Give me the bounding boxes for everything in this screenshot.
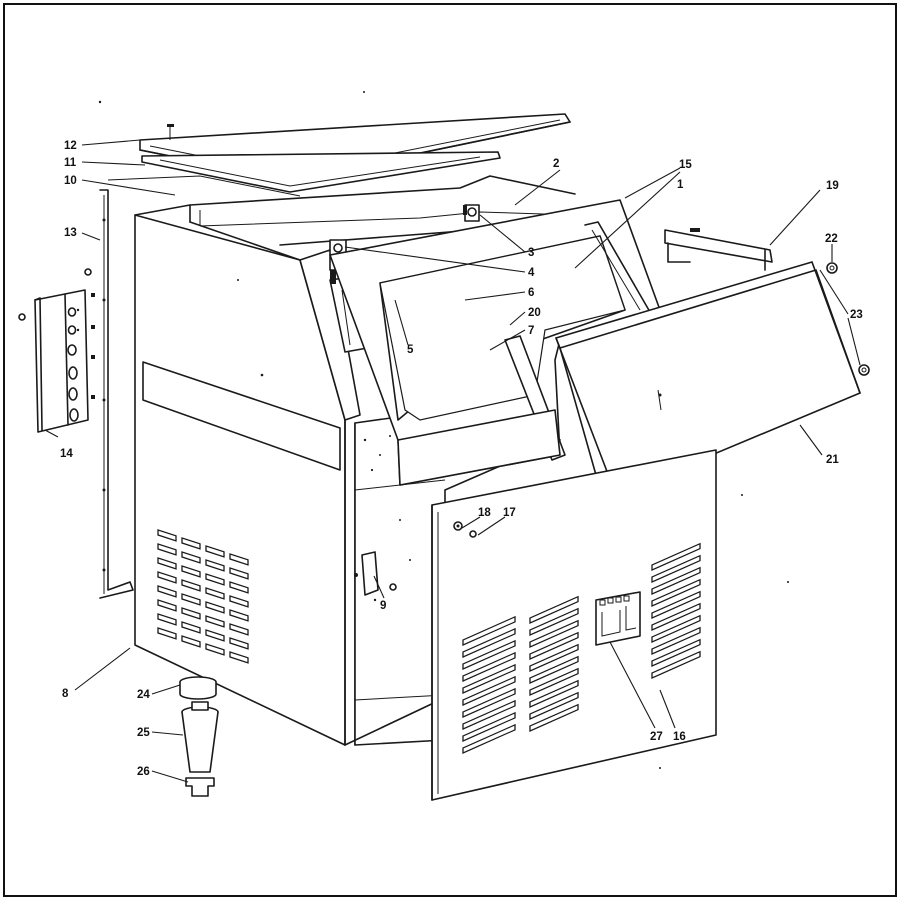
label-6: 6	[528, 287, 534, 299]
label-14: 14	[60, 448, 73, 460]
insulation-panel	[107, 175, 301, 197]
front-louvre-left	[462, 615, 516, 754]
label-17: 17	[503, 507, 516, 519]
upper-rail	[664, 228, 773, 271]
print-speckles	[98, 91, 789, 769]
front-lower-panel	[431, 449, 717, 801]
label-11: 11	[64, 157, 77, 169]
label-7: 7	[528, 325, 534, 337]
front-louvre-middle	[529, 595, 579, 732]
front-louvre-right	[651, 542, 701, 679]
label-27: 27	[650, 731, 663, 743]
lid-gasket	[141, 151, 501, 193]
leader-lines	[44, 139, 861, 783]
label-25: 25	[137, 727, 150, 739]
side-bracket	[354, 551, 397, 596]
label-2: 2	[553, 158, 559, 170]
label-1: 1	[677, 179, 684, 191]
label-24: 24	[137, 689, 150, 701]
label-5: 5	[407, 344, 414, 356]
control-panel	[18, 289, 95, 433]
label-21: 21	[826, 454, 839, 466]
rating-plate	[595, 591, 641, 646]
label-8: 8	[62, 688, 69, 700]
label-18: 18	[478, 507, 491, 519]
label-16: 16	[673, 731, 686, 743]
label-26: 26	[137, 766, 150, 778]
label-20: 20	[528, 307, 541, 319]
label-22: 22	[825, 233, 838, 245]
label-3: 3	[528, 247, 534, 259]
rear-panel	[84, 189, 134, 599]
label-19: 19	[826, 180, 839, 192]
label-15: 15	[679, 159, 692, 171]
label-12: 12	[64, 140, 77, 152]
label-23: 23	[850, 309, 863, 321]
left-side-louvres	[157, 529, 249, 664]
label-13: 13	[64, 227, 77, 239]
front-door-frame	[329, 199, 661, 486]
part-labels: 12 11 10 13 14 2 15 1 3 4 6 20 7 5 19 22…	[60, 140, 863, 778]
label-4: 4	[528, 267, 535, 279]
adjustable-foot	[179, 676, 219, 797]
label-10: 10	[64, 175, 77, 187]
label-9: 9	[380, 600, 386, 612]
